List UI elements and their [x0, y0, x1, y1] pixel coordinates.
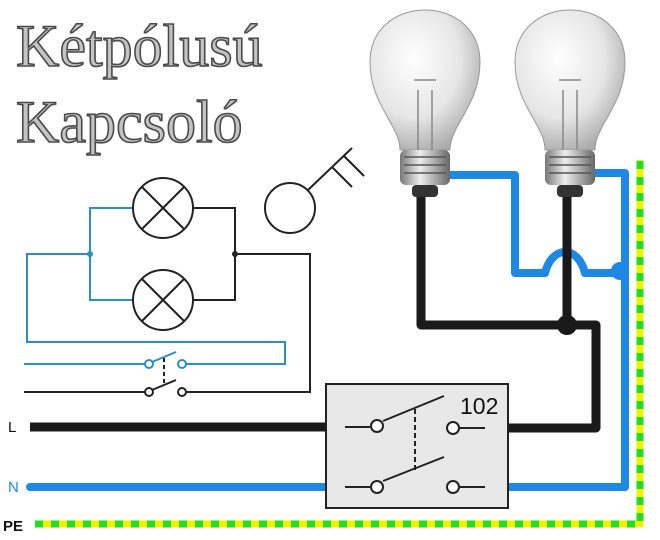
label-n: N [8, 479, 19, 496]
phase-wires [30, 195, 601, 433]
junction-dot [87, 251, 93, 257]
neutral-junction [611, 262, 629, 280]
label-pe: PE [3, 518, 23, 535]
switch-symbol [264, 147, 365, 234]
lamp-symbol-2 [132, 269, 194, 331]
light-bulb-right-icon [514, 9, 626, 197]
light-bulb-left-icon [369, 9, 481, 197]
pe-wire [35, 160, 644, 528]
schematic [24, 147, 365, 397]
phase-junction [557, 315, 577, 335]
switch-number: 102 [460, 393, 498, 419]
double-pole-switch: 102 [325, 383, 509, 509]
schematic-phase-wires [24, 207, 311, 397]
title-line-2: Kapcsoló [16, 89, 243, 155]
label-l: L [8, 419, 16, 436]
title-line-1: Kétpólusú [16, 13, 263, 79]
lamp-symbol-1 [132, 177, 194, 239]
